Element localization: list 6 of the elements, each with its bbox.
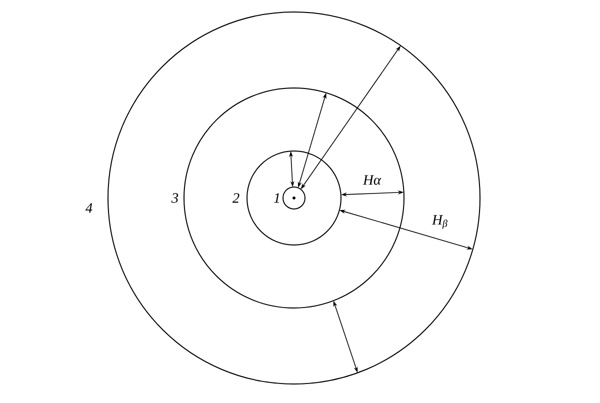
- orbit-number: 1: [274, 193, 280, 203]
- orbit-number: 4: [85, 203, 92, 213]
- orbit-number: 3: [171, 193, 178, 203]
- edge-label: H$_{β}$: [431, 214, 449, 230]
- edge-label: Hα: [362, 174, 382, 186]
- orbit-number: 2: [232, 193, 240, 203]
